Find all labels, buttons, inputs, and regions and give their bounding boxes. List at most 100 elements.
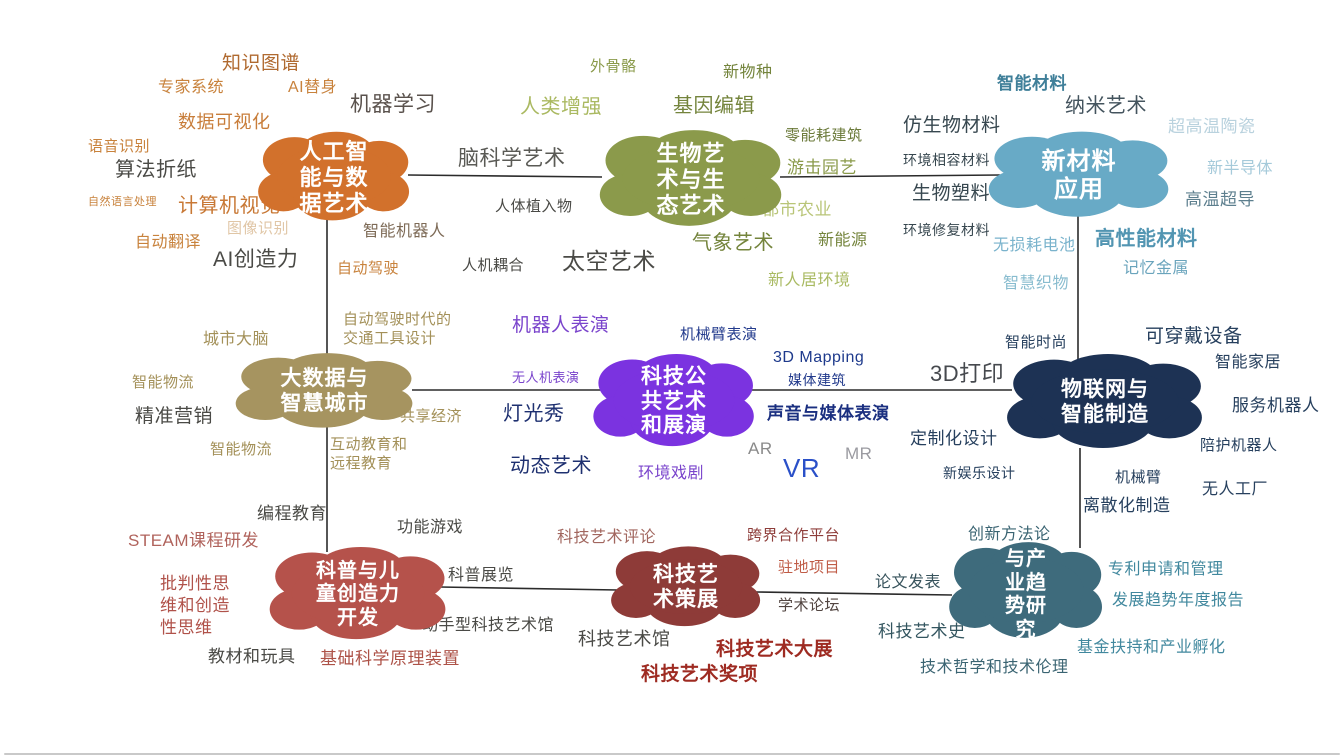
topic-label-curation-7: 科技艺术奖项 <box>641 664 759 685</box>
category-cloud-label-bigdata: 大数据与 智慧城市 <box>280 367 369 415</box>
topic-label-industry-2: 发展趋势年度报告 <box>1112 592 1245 609</box>
category-cloud-label-materials: 新材料 应用 <box>1041 147 1117 203</box>
category-cloud-label-pubart: 科技公 共艺术 和展演 <box>641 364 707 438</box>
topic-label-materials-5: 新半导体 <box>1207 160 1274 177</box>
topic-label-materials-4: 环境相容材料 <box>903 152 990 168</box>
topic-label-materials-9: 无损耗电池 <box>993 237 1076 254</box>
connector-line <box>407 174 603 178</box>
topic-label-ai-1: 专家系统 <box>158 79 225 96</box>
topic-label-materials-2: 超高温陶瓷 <box>1168 117 1256 136</box>
topic-label-materials-6: 生物塑料 <box>912 183 991 204</box>
category-cloud-curation: 科技艺 术策展 <box>608 543 764 633</box>
topic-label-kepu-5: 动手型科技艺术馆 <box>422 617 555 634</box>
topic-label-bigdata-1: 自动驾驶时代的 交通工具设计 <box>343 311 452 348</box>
topic-label-pubart-7: AR <box>748 439 773 458</box>
slide-bottom-border <box>4 753 1340 755</box>
topic-label-ai-10: 自动翻译 <box>135 234 202 251</box>
topic-label-materials-1: 纳米艺术 <box>1065 95 1147 117</box>
topic-label-materials-8: 环境修复材料 <box>903 222 990 238</box>
topic-label-kepu-2: STEAM课程研发 <box>128 531 260 550</box>
topic-label-pubart-4: 媒体建筑 <box>788 372 846 388</box>
category-cloud-bigdata: 大数据与 智慧城市 <box>232 350 417 434</box>
topic-label-curation-1: 跨界合作平台 <box>747 527 841 544</box>
topic-label-pubart-9: MR <box>845 444 873 463</box>
topic-label-bio-12: 人机耦合 <box>462 257 525 274</box>
topic-label-kepu-0: 编程教育 <box>257 504 327 523</box>
topic-label-bio-3: 基因编辑 <box>673 95 755 117</box>
category-cloud-label-ai: 人工智 能与数 据艺术 <box>299 139 369 216</box>
topic-label-pubart-10: 动态艺术 <box>510 455 592 477</box>
topic-label-bio-1: 新物种 <box>723 64 773 81</box>
topic-label-bio-11: 太空艺术 <box>562 248 656 274</box>
topic-label-iot-3: 智能家居 <box>1215 354 1282 371</box>
topic-label-curation-4: 论文发表 <box>875 574 942 591</box>
topic-label-materials-0: 智能材料 <box>997 74 1067 93</box>
topic-label-curation-0: 科技艺术评论 <box>557 529 657 546</box>
topic-label-materials-11: 记忆金属 <box>1123 260 1190 277</box>
topic-label-pubart-6: 声音与媒体表演 <box>767 404 890 423</box>
connector-line <box>755 591 953 596</box>
topic-label-ai-13: 自动驾驶 <box>337 260 400 277</box>
topic-label-pubart-5: 灯光秀 <box>503 403 565 425</box>
topic-label-bigdata-4: 共享经济 <box>400 408 463 425</box>
topic-label-curation-3: 学术论坛 <box>778 597 841 614</box>
topic-label-iot-7: 新娱乐设计 <box>943 465 1016 481</box>
topic-label-bigdata-5: 互动教育和 远程教育 <box>330 436 408 473</box>
topic-label-ai-2: AI替身 <box>288 79 338 96</box>
topic-label-pubart-0: 机器人表演 <box>512 315 610 336</box>
topic-label-industry-5: 技术哲学和技术伦理 <box>920 659 1069 676</box>
topic-label-iot-9: 无人工厂 <box>1202 481 1269 498</box>
topic-label-pubart-2: 3D Mapping <box>773 349 865 366</box>
category-cloud-label-iot: 物联网与 智能制造 <box>1061 378 1149 426</box>
connector-line <box>439 586 619 591</box>
topic-label-curation-6: 科技艺术大展 <box>716 639 834 660</box>
category-cloud-bio: 生物艺 术与生 态艺术 <box>596 126 786 234</box>
topic-label-ai-12: 智能机器人 <box>363 223 446 240</box>
topic-label-materials-3: 仿生物材料 <box>903 115 1001 136</box>
topic-label-ai-8: 计算机视觉 <box>178 195 281 217</box>
topic-label-iot-6: 陪护机器人 <box>1200 437 1278 454</box>
topic-label-bio-10: 新能源 <box>818 232 868 249</box>
topic-label-industry-4: 基金扶持和产业孵化 <box>1077 639 1226 656</box>
topic-label-curation-2: 驻地项目 <box>778 559 841 576</box>
topic-label-industry-3: 科技艺术史 <box>878 622 966 641</box>
category-cloud-label-curation: 科技艺 术策展 <box>653 563 719 611</box>
topic-label-bio-6: 游击园艺 <box>787 158 857 177</box>
category-cloud-label-bio: 生物艺 术与生 态艺术 <box>656 141 726 218</box>
topic-label-pubart-8: VR <box>783 453 821 483</box>
topic-label-bigdata-2: 智能物流 <box>132 374 195 391</box>
topic-label-bio-8: 都市农业 <box>762 200 832 219</box>
topic-label-pubart-1: 机械臂表演 <box>680 326 758 343</box>
topic-label-bio-2: 人类增强 <box>520 96 602 118</box>
topic-label-industry-1: 专利申请和管理 <box>1108 561 1224 578</box>
topic-label-industry-0: 创新方法论 <box>968 526 1051 543</box>
category-cloud-kepu: 科普与儿 童创造力 开发 <box>266 543 450 647</box>
topic-label-kepu-3: 批判性思 维和创造 性思维 <box>160 574 230 637</box>
topic-label-bio-5: 零能耗建筑 <box>785 127 863 144</box>
topic-label-iot-1: 3D打印 <box>930 361 1005 386</box>
topic-label-bio-0: 外骨骼 <box>590 58 637 75</box>
topic-label-curation-5: 科技艺术馆 <box>578 629 671 649</box>
category-cloud-label-kepu: 科普与儿 童创造力 开发 <box>316 559 400 629</box>
topic-label-kepu-1: 功能游戏 <box>397 519 464 536</box>
topic-label-iot-0: 智能时尚 <box>1005 334 1068 351</box>
topic-label-ai-3: 机器学习 <box>350 93 436 116</box>
topic-label-bigdata-6: 智能物流 <box>210 441 273 458</box>
topic-label-ai-5: 语音识别 <box>88 138 151 155</box>
topic-label-kepu-4: 科普展览 <box>448 567 515 584</box>
topic-label-materials-10: 高性能材料 <box>1095 228 1198 250</box>
topic-label-iot-10: 离散化制造 <box>1083 496 1171 515</box>
topic-label-bigdata-3: 精准营销 <box>135 406 214 427</box>
topic-label-ai-0: 知识图谱 <box>222 53 301 74</box>
category-cloud-label-industry: 与产 业趋 势研 究 <box>1005 548 1047 641</box>
topic-label-ai-6: 算法折纸 <box>115 159 197 181</box>
topic-label-bio-4: 脑科学艺术 <box>458 147 566 170</box>
category-cloud-ai: 人工智 能与数 据艺术 <box>255 128 413 228</box>
topic-label-materials-7: 高温超导 <box>1185 190 1255 209</box>
category-cloud-materials: 新材料 应用 <box>985 128 1173 224</box>
topic-label-ai-7: 自然语言处理 <box>88 196 157 208</box>
topic-label-kepu-6: 教材和玩具 <box>208 647 296 666</box>
topic-label-iot-8: 机械臂 <box>1115 469 1162 486</box>
